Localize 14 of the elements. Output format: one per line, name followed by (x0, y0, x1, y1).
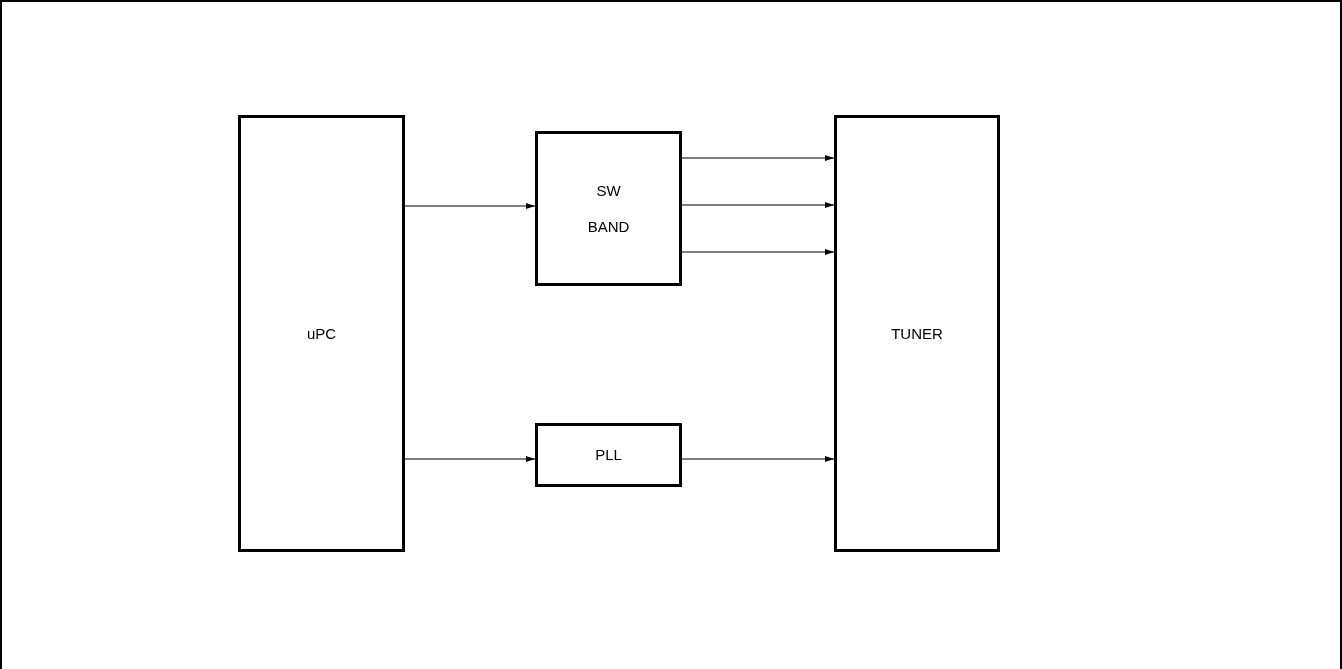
block-box (535, 131, 682, 286)
block-label: uPC (306, 323, 337, 344)
arrow (681, 456, 835, 462)
block-box (535, 423, 682, 487)
arrow (681, 249, 835, 255)
arrow (404, 203, 536, 209)
block-label: SW BAND (586, 180, 631, 237)
arrow (681, 155, 835, 161)
block-label: PLL (595, 445, 622, 465)
arrow (681, 202, 835, 208)
block-box (238, 115, 405, 552)
block-box (834, 115, 1000, 552)
block-label: TUNER (891, 323, 943, 344)
arrow (404, 456, 536, 462)
